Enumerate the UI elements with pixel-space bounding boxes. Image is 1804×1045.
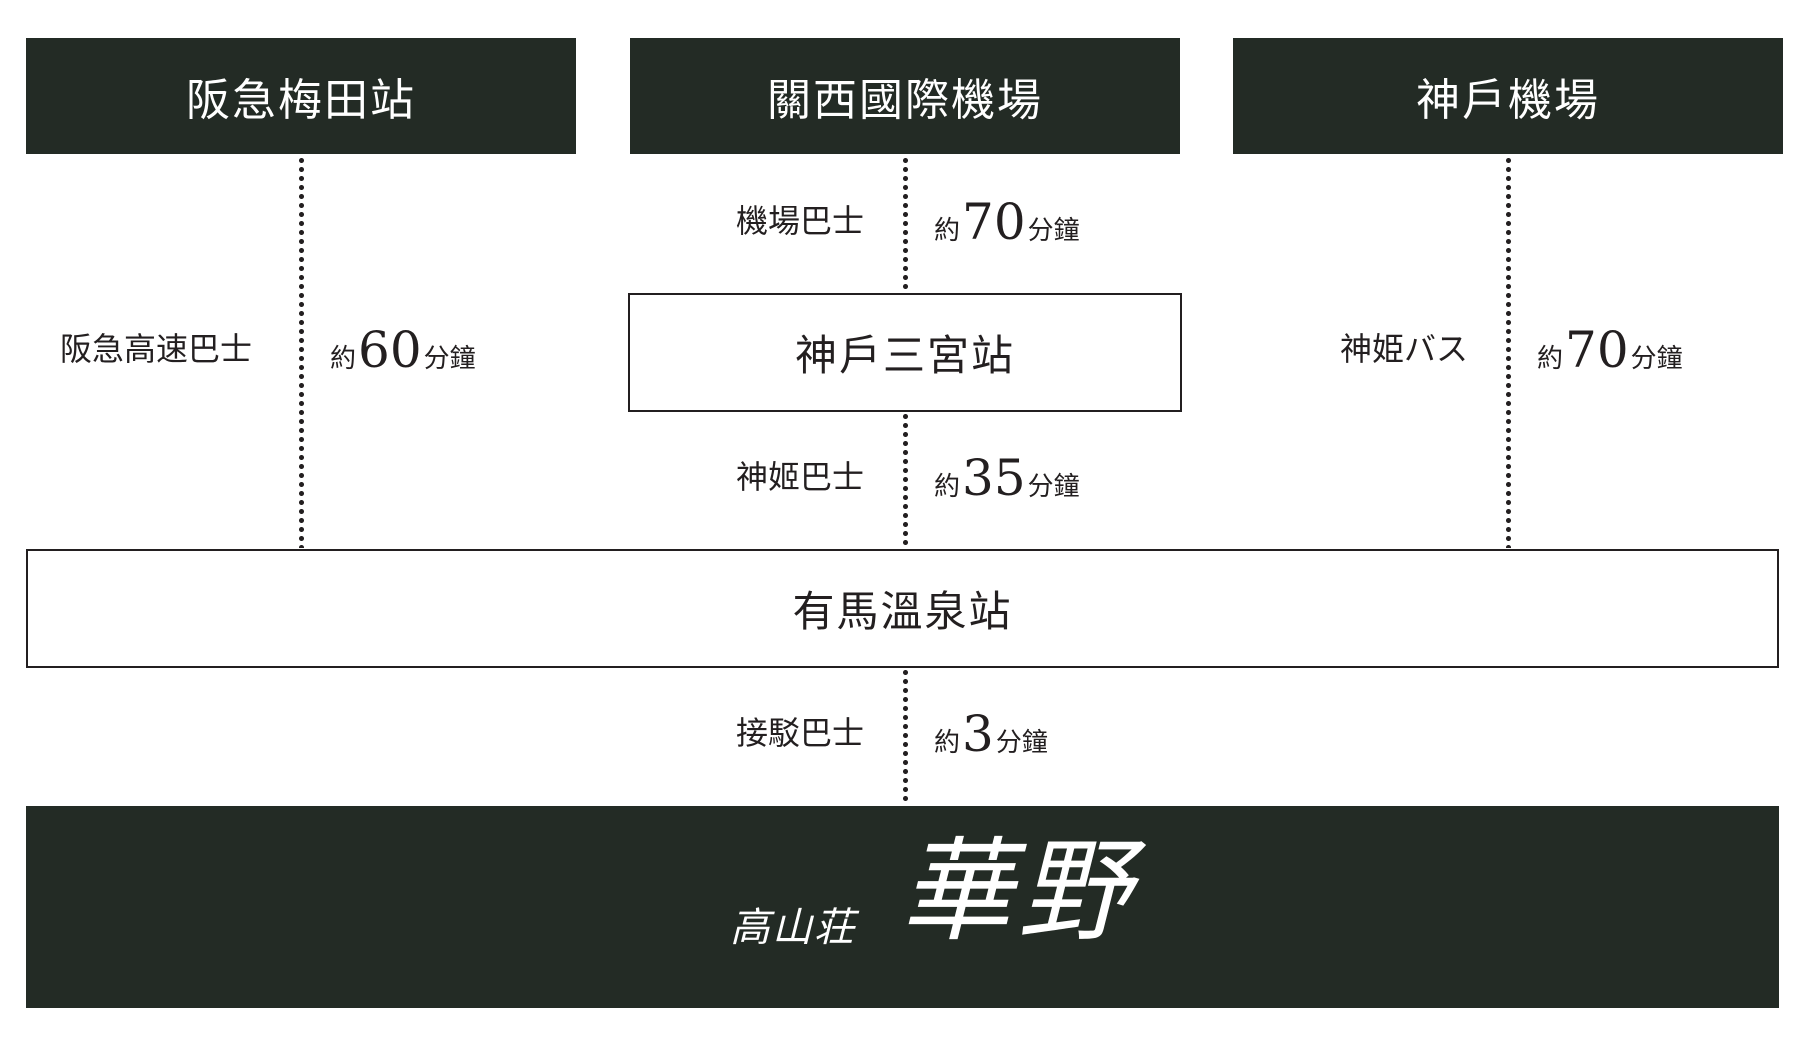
station-arima-label: 有馬溫泉站 <box>792 587 1013 636</box>
station-sannomiya: 神戶三宮站 <box>628 293 1182 412</box>
time-suffix: 分鐘 <box>1630 344 1683 374</box>
station-kobe-airport: 神戶機場 <box>1233 38 1783 154</box>
station-sannomiya-label: 神戶三宮站 <box>794 331 1015 380</box>
route-label-kansai: 機場巴士 <box>736 202 865 240</box>
route-label-shuttle: 接駁巴士 <box>736 714 865 752</box>
time-minutes: 70 <box>962 193 1026 251</box>
time-prefix: 約 <box>1537 344 1564 374</box>
time-minutes: 60 <box>358 321 422 379</box>
time-minutes: 70 <box>1565 321 1629 379</box>
station-kansai-airport: 關西國際機場 <box>630 38 1180 154</box>
time-suffix: 分鐘 <box>995 728 1048 758</box>
connector-sannomiya-arima <box>903 412 908 548</box>
station-kansai-label: 關西國際機場 <box>767 75 1043 126</box>
time-prefix: 約 <box>934 728 961 758</box>
time-minutes: 35 <box>962 449 1026 507</box>
route-label-kobe-airport: 神姫バス <box>1340 330 1469 368</box>
time-suffix: 分鐘 <box>1027 472 1080 502</box>
time-prefix: 約 <box>330 344 357 374</box>
station-umeda-label: 阪急梅田站 <box>186 75 416 126</box>
time-suffix: 分鐘 <box>423 344 476 374</box>
route-label-umeda: 阪急高速巴士 <box>60 330 253 368</box>
time-suffix: 分鐘 <box>1027 216 1080 246</box>
time-minutes: 3 <box>962 705 994 763</box>
route-label-sannomiya: 神姬巴士 <box>736 458 865 496</box>
connector-arima-hotel <box>903 668 908 804</box>
connector-umeda-arima <box>299 156 304 548</box>
hotel-logo-calligraphy: 華野 <box>900 827 1136 957</box>
time-prefix: 約 <box>934 472 961 502</box>
connector-kobe-airport-arima <box>1506 156 1511 548</box>
station-umeda: 阪急梅田站 <box>26 38 576 154</box>
destination-hotel <box>26 806 1779 1008</box>
time-prefix: 約 <box>934 216 961 246</box>
station-arima: 有馬溫泉站 <box>26 549 1779 668</box>
station-kobe-airport-label: 神戶機場 <box>1416 75 1600 126</box>
hotel-logo-small-text: 高山荘 <box>730 905 856 951</box>
connector-kansai-sannomiya <box>903 156 908 292</box>
